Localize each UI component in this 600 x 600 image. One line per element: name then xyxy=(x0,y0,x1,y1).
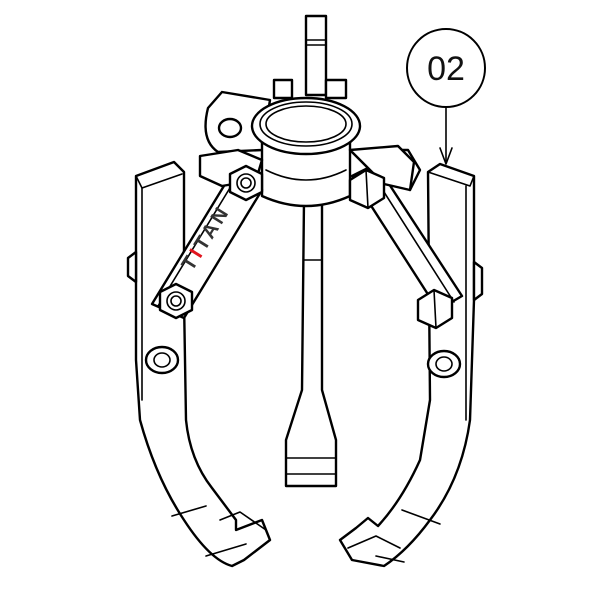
left-link-arm: TITAN xyxy=(150,148,264,320)
forcing-screw-shaft xyxy=(284,198,338,488)
left-jaw xyxy=(126,160,272,568)
callout-02[interactable]: 02 xyxy=(406,28,486,165)
forcing-screw-top xyxy=(272,14,348,100)
center-hub xyxy=(250,96,362,208)
callout-arrowhead-icon xyxy=(439,147,453,165)
right-link-arm xyxy=(348,144,464,330)
callout-label: 02 xyxy=(427,50,465,88)
